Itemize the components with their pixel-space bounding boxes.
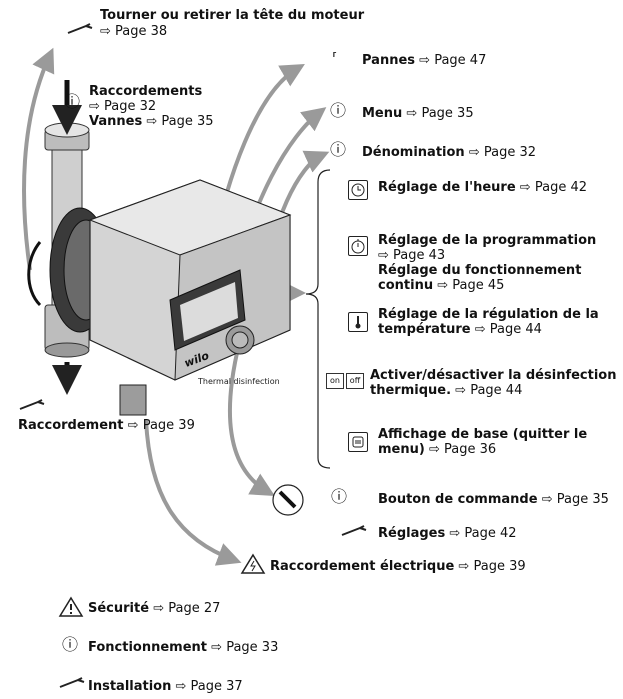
menu-item-programming-page[interactable]: ⇨ Page 43 <box>378 248 446 263</box>
warning-icon <box>58 596 84 617</box>
menu-item-continuous[interactable]: Réglage du fonctionnement <box>378 263 582 278</box>
menu-label[interactable]: Menu ⇨ Page 35 <box>362 106 474 121</box>
designation-label[interactable]: Dénomination ⇨ Page 32 <box>362 145 537 160</box>
info-icon: ⓘ <box>64 92 81 111</box>
info-icon: ⓘ <box>62 635 79 654</box>
menu-item-disinfection[interactable]: Activer/désactiver la désinfection <box>370 368 617 383</box>
menu-item-programming[interactable]: Réglage de la programmation <box>378 233 597 248</box>
motor-head-label: Tourner ou retirer la tête du moteur <box>100 8 365 23</box>
menu-item-continuous-2[interactable]: continu ⇨ Page 45 <box>378 278 505 293</box>
connection-label[interactable]: Raccordement ⇨ Page 39 <box>18 418 195 433</box>
electrical-connection-label[interactable]: Raccordement électrique ⇨ Page 39 <box>270 559 526 574</box>
menu-bracket <box>305 169 331 469</box>
control-knob-illustration <box>272 484 304 516</box>
motor-head-page[interactable]: ⇨ Page 38 <box>100 24 168 39</box>
installation-label[interactable]: Installation ⇨ Page 37 <box>88 679 243 694</box>
pump-illustration <box>27 80 292 416</box>
menu-item-disinfection-2[interactable]: thermique. ⇨ Page 44 <box>370 383 523 398</box>
warning-icon <box>240 553 266 574</box>
connections-page[interactable]: ⇨ Page 32 <box>89 99 157 114</box>
arrow-to-electrical <box>144 419 242 566</box>
thermometer-icon <box>348 312 368 332</box>
valves-label[interactable]: Vannes ⇨ Page 35 <box>89 114 214 129</box>
menu-item-temperature-2[interactable]: température ⇨ Page 44 <box>378 322 542 337</box>
settings-label[interactable]: Réglages ⇨ Page 42 <box>378 526 517 541</box>
timer-icon <box>348 236 368 256</box>
control-button-label[interactable]: Bouton de commande ⇨ Page 35 <box>378 492 609 507</box>
clock-icon <box>348 180 368 200</box>
arrow-to-motor <box>22 47 55 271</box>
operation-label[interactable]: Fonctionnement ⇨ Page 33 <box>88 640 279 655</box>
info-icon: ⓘ <box>331 487 348 506</box>
menu-item-home-2[interactable]: menu) ⇨ Page 36 <box>378 442 497 457</box>
fault-bracket-icon: ⸢ <box>332 51 338 67</box>
wrench-icon <box>67 23 93 34</box>
menu-item-temperature[interactable]: Réglage de la régulation de la <box>378 307 599 322</box>
menu-item-time[interactable]: Réglage de l'heure ⇨ Page 42 <box>378 180 587 195</box>
on-button[interactable]: on <box>326 373 344 389</box>
wrench-icon <box>19 399 45 410</box>
faults-label[interactable]: Pannes ⇨ Page 47 <box>362 53 487 68</box>
connections-label: Raccordements <box>89 84 203 99</box>
info-icon: ⓘ <box>330 140 347 159</box>
info-icon: ⓘ <box>330 101 347 120</box>
wrench-icon <box>341 525 367 536</box>
thermal-disinfection-label: Thermal disinfection <box>198 377 280 386</box>
off-button[interactable]: off <box>346 373 364 389</box>
safety-label[interactable]: Sécurité ⇨ Page 27 <box>88 601 221 616</box>
arrow-to-control-knob <box>227 339 275 497</box>
home-screen-icon <box>348 432 368 452</box>
menu-item-home[interactable]: Affichage de base (quitter le <box>378 427 588 442</box>
wrench-icon <box>59 677 85 688</box>
